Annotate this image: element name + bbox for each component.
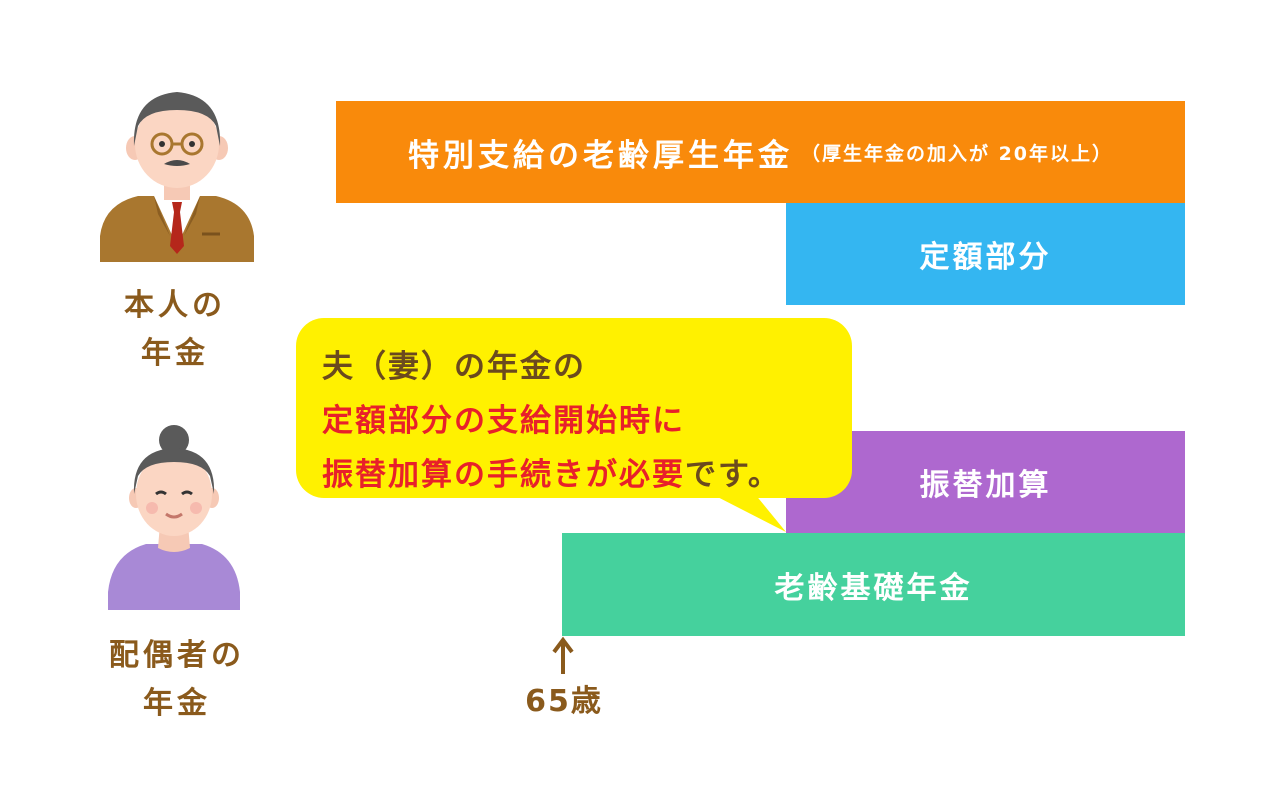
transfer-addition-bar: 振替加算	[786, 431, 1185, 533]
transfer-addition-label: 振替加算	[919, 468, 1052, 503]
elderly-man-avatar-icon	[100, 92, 254, 262]
spouse-label-line1: 配偶者の	[109, 638, 245, 673]
self-pension-label: 本人の 年金	[110, 282, 240, 378]
up-arrow-icon	[552, 636, 574, 674]
elderly-woman-avatar-icon	[108, 425, 240, 610]
callout-tail	[700, 488, 786, 532]
basic-pension-bar: 老齢基礎年金	[562, 533, 1185, 636]
special-old-age-pension-label: 特別支給の老齢厚生年金	[407, 137, 793, 174]
callout-line3-highlight: 振替加算の手続きが必要	[322, 457, 685, 493]
special-old-age-pension-note: （厚生年金の加入が 20年以上）	[800, 142, 1114, 165]
basic-pension-label: 老齢基礎年金	[774, 570, 973, 606]
fixed-part-bar: 定額部分	[786, 203, 1185, 305]
callout-line3: 振替加算の手続きが必要です。	[322, 448, 852, 502]
spouse-label-line2: 年金	[143, 686, 211, 721]
spouse-pension-label: 配偶者の 年金	[92, 632, 262, 728]
special-old-age-pension-bar: 特別支給の老齢厚生年金 （厚生年金の加入が 20年以上）	[336, 101, 1185, 203]
callout-line1: 夫（妻）の年金の	[322, 349, 586, 385]
age-65-label: 65歳	[525, 684, 603, 719]
callout-line3-rest: です。	[685, 457, 781, 493]
callout-bubble: 夫（妻）の年金の 定額部分の支給開始時に 振替加算の手続きが必要です。	[296, 318, 852, 498]
self-label-line2: 年金	[141, 336, 209, 371]
callout-line2: 定額部分の支給開始時に	[322, 403, 685, 439]
fixed-part-label: 定額部分	[919, 240, 1052, 275]
self-label-line1: 本人の	[124, 288, 226, 323]
